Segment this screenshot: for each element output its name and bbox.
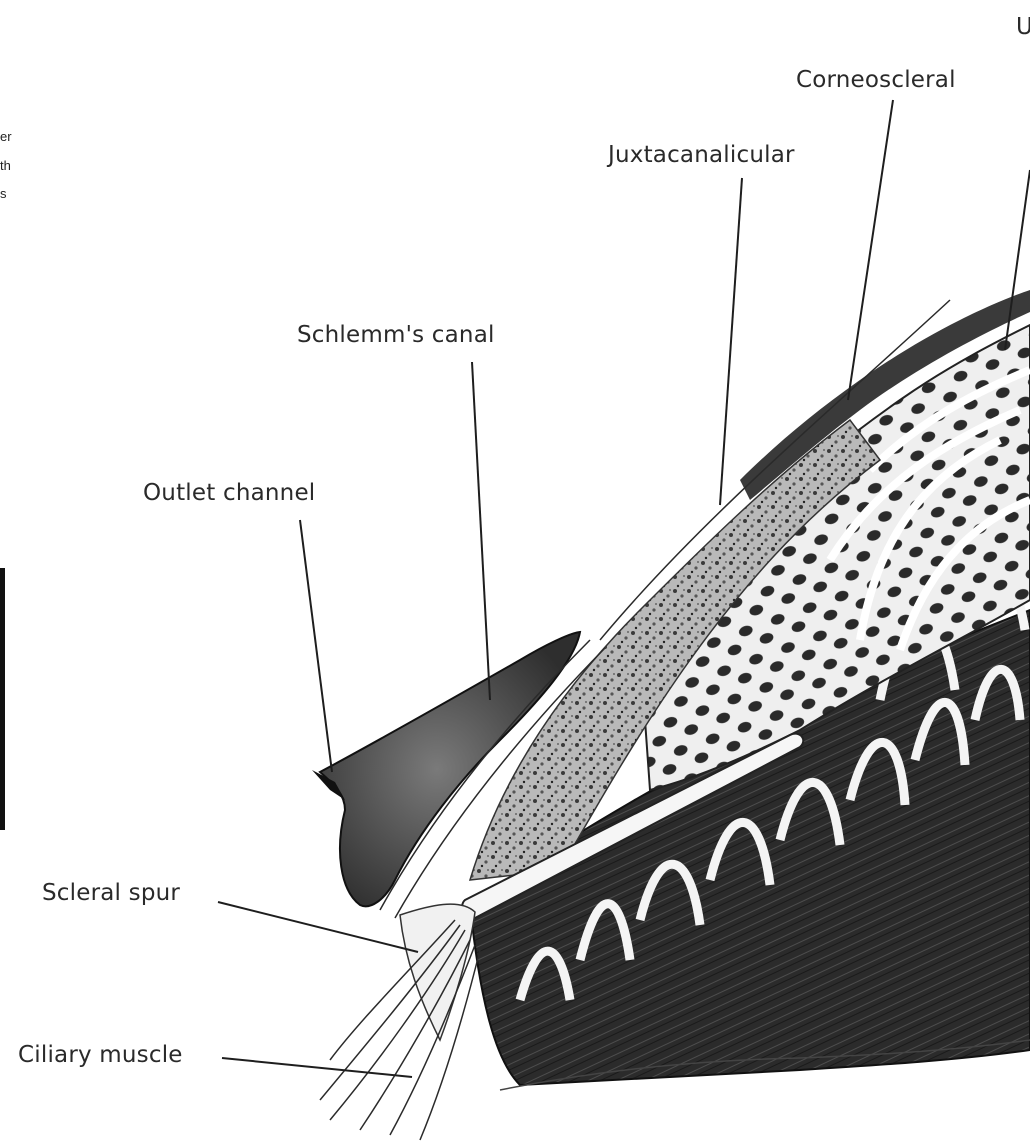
leader-outlet-channel: [300, 520, 332, 772]
margin-fragment: s: [0, 186, 7, 201]
label-scleral-spur: Scleral spur: [42, 880, 180, 906]
leader-uveal: [1005, 170, 1030, 350]
leader-ciliary-muscle: [222, 1058, 412, 1077]
margin-fragment: th: [0, 158, 11, 173]
label-ciliary-muscle: Ciliary muscle: [18, 1042, 183, 1068]
margin-fragment: er: [0, 129, 12, 144]
label-schlemms-canal: Schlemm's canal: [297, 322, 495, 348]
label-juxtacanalicular: Juxtacanalicular: [606, 142, 795, 168]
leader-corneoscleral: [848, 100, 893, 400]
left-margin-fragments: er th s: [0, 129, 12, 201]
label-top-right-fragment: U: [1016, 14, 1030, 40]
left-edge-bar: [0, 568, 5, 830]
label-corneoscleral: Corneoscleral: [796, 67, 956, 93]
leader-juxtacanalicular: [720, 178, 742, 505]
leader-scleral-spur: [218, 902, 418, 952]
label-outlet-channel: Outlet channel: [143, 480, 315, 506]
leader-schlemms-canal: [472, 362, 490, 700]
